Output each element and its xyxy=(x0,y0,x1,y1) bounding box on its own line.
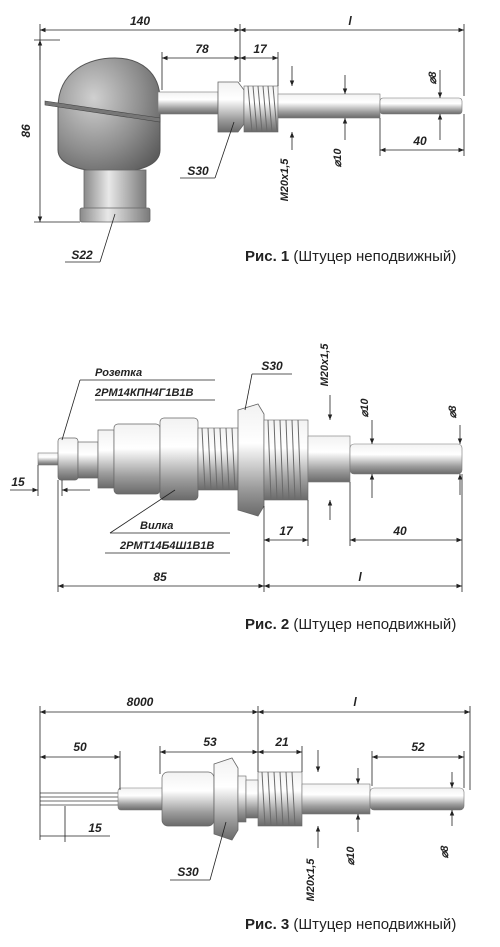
thread xyxy=(201,427,236,491)
dim-label: l xyxy=(358,570,362,584)
caption-text: (Штуцер неподвижный) xyxy=(289,616,457,633)
dim-label: 52 xyxy=(411,740,425,754)
sensor-body xyxy=(157,81,463,133)
dim-label: 17 xyxy=(279,524,294,538)
caption-text: (Штуцер неподвижный) xyxy=(289,248,457,265)
caption-number: Рис. 3 xyxy=(245,916,290,933)
dimensions-2 xyxy=(10,373,463,592)
dim-label: M20x1,5 xyxy=(279,158,291,202)
connection-head xyxy=(44,57,161,223)
caption-text: (Штуцер неподвижный) xyxy=(289,916,457,933)
dim-label: 53 xyxy=(203,735,217,749)
figure-3: 8000 l 50 53 21 52 15 S30 M20x1,5 ⌀10 ⌀8 xyxy=(39,695,471,901)
dim-label: 15 xyxy=(11,475,25,489)
thread xyxy=(247,85,278,133)
dimensions-3 xyxy=(39,706,471,881)
dim-label: 78 xyxy=(195,42,209,56)
thread xyxy=(261,771,296,827)
dim-labels-1: 140 l 78 17 86 ⌀8 40 ⌀10 M20x1,5 S30 S22 xyxy=(19,14,439,262)
figure-2-caption: Рис. 2 (Штуцер неподвижный) xyxy=(245,616,456,633)
dim-label: ⌀10 xyxy=(345,846,357,866)
dim-label: 85 xyxy=(153,570,167,584)
plug-code: 2РМТ14Б4Ш1В1В xyxy=(119,540,214,552)
dim-label: ⌀8 xyxy=(439,845,451,859)
socket-label: Розетка xyxy=(95,367,142,379)
plug-label: Вилка xyxy=(140,520,173,532)
dim-label: l xyxy=(348,14,352,28)
figure-3-caption: Рис. 3 (Штуцер неподвижный) xyxy=(245,916,456,933)
dim-label: 86 xyxy=(19,124,33,138)
thread xyxy=(267,419,302,501)
dim-label: S30 xyxy=(261,359,283,373)
dim-label: S30 xyxy=(177,865,199,879)
dim-label: 15 xyxy=(88,821,102,835)
caption-number: Рис. 2 xyxy=(245,616,290,633)
figure-1-caption: Рис. 1 (Штуцер неподвижный) xyxy=(245,248,456,265)
dim-labels-3: 8000 l 50 53 21 52 15 S30 M20x1,5 ⌀10 ⌀8 xyxy=(73,695,451,901)
dim-label: S22 xyxy=(71,248,93,262)
dim-label: ⌀10 xyxy=(332,148,344,168)
dim-label: 50 xyxy=(73,740,87,754)
dim-label: 40 xyxy=(412,134,427,148)
labels-2: Розетка 2РМ14КПН4Г1В1В Вилка 2РМТ14Б4Ш1В… xyxy=(11,343,459,584)
caption-number: Рис. 1 xyxy=(245,248,290,265)
dim-label: 8000 xyxy=(127,695,154,709)
dim-label: 17 xyxy=(253,42,268,56)
dim-label: M20x1,5 xyxy=(305,858,317,902)
dim-label: S30 xyxy=(187,164,209,178)
dimensions-1 xyxy=(34,24,465,263)
dim-label: ⌀8 xyxy=(427,71,439,85)
socket-code: 2РМ14КПН4Г1В1В xyxy=(94,387,194,399)
sensor-body xyxy=(37,403,463,517)
dim-label: M20x1,5 xyxy=(319,343,331,387)
dim-label: 40 xyxy=(392,524,407,538)
figure-2: Розетка 2РМ14КПН4Г1В1В Вилка 2РМТ14Б4Ш1В… xyxy=(10,343,463,592)
dim-label: 140 xyxy=(130,14,150,28)
dim-label: ⌀8 xyxy=(447,405,459,419)
dim-label: ⌀10 xyxy=(359,398,371,418)
dim-label: 21 xyxy=(274,735,289,749)
figure-1: 140 l 78 17 86 ⌀8 40 ⌀10 M20x1,5 S30 S22 xyxy=(19,14,465,263)
sensor-body xyxy=(40,757,465,841)
dim-label: l xyxy=(353,695,357,709)
